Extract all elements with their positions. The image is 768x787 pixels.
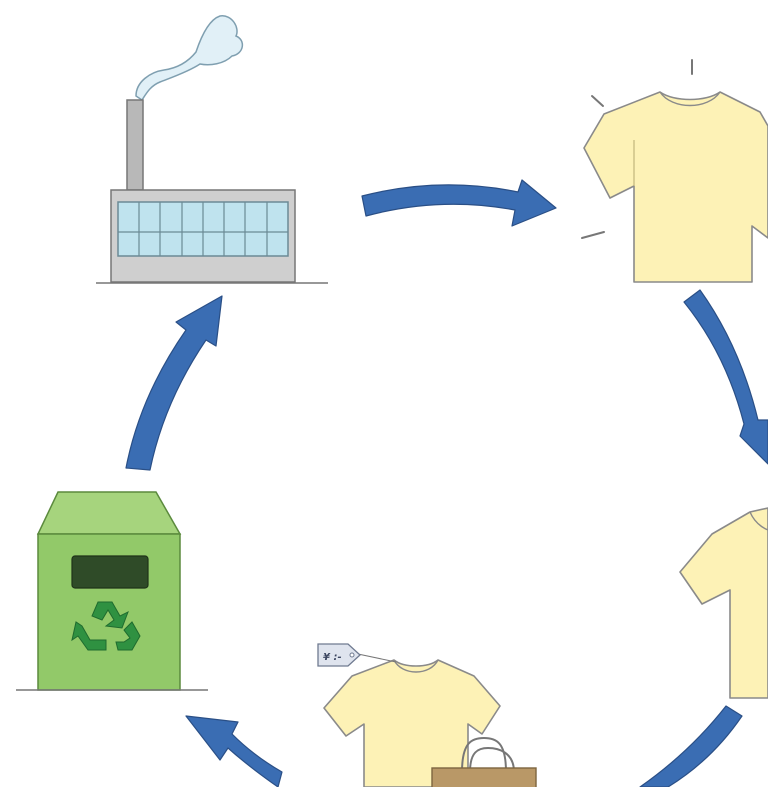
- new-shirt-icon: [581, 59, 768, 283]
- recycle-symbol-icon: [71, 601, 141, 651]
- bin-slot: [71, 555, 149, 589]
- shirt-shape: [323, 659, 501, 787]
- arrow-shop-to-recycling-bin: [185, 715, 283, 787]
- factory-window-grid: [118, 202, 288, 256]
- sparkle-lines: [581, 59, 693, 239]
- recycling-bin-icon: [16, 491, 208, 691]
- price-tag-icon: [317, 643, 361, 667]
- smoke-icon: [135, 15, 244, 102]
- cycle-arrows: [125, 179, 768, 787]
- shopping-bag-icon: [431, 736, 537, 787]
- tag-string: [357, 653, 397, 663]
- shirt-shape: [679, 507, 768, 699]
- worn-shirt-icon: [679, 507, 768, 699]
- factory-icon: [96, 15, 328, 284]
- arrow-new-shirt-to-worn-shirt: [683, 289, 768, 465]
- shop-shirt-icon: ¥ :-: [317, 643, 537, 787]
- shirt-shape: [583, 91, 768, 283]
- bin-lid: [36, 491, 182, 535]
- chimney: [126, 99, 144, 191]
- arrow-factory-to-new-shirt: [361, 179, 557, 227]
- arrow-recycling-bin-to-factory: [125, 295, 223, 471]
- price-tag-label: ¥ :-: [323, 652, 342, 663]
- arrow-worn-shirt-to-shop: [639, 705, 743, 787]
